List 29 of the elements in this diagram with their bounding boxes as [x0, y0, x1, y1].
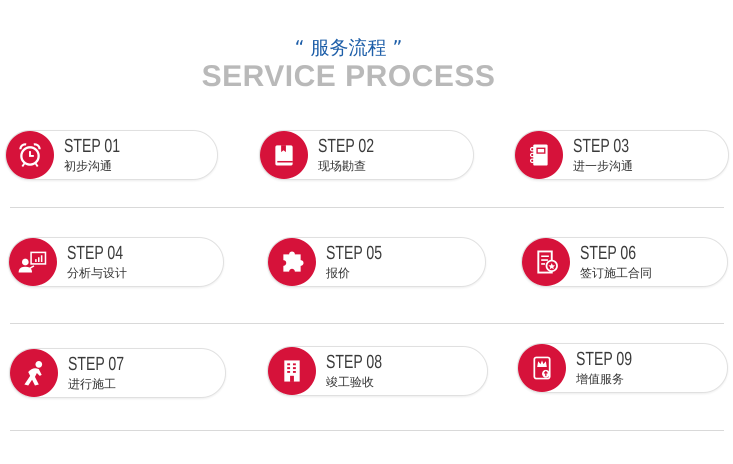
step-label: 分析与设计	[67, 266, 127, 281]
step-card	[514, 130, 729, 180]
title: “ 服务流程 ”	[294, 36, 402, 60]
step-card	[5, 130, 218, 180]
step-card	[267, 237, 486, 287]
step-label: 进一步沟通	[573, 159, 633, 174]
step-number: STEP 09	[576, 349, 632, 370]
step-label: 现场勘查	[318, 159, 366, 174]
step-number: STEP 04	[67, 243, 124, 264]
step-card	[259, 130, 474, 180]
step-number: STEP 06	[580, 243, 636, 264]
step-number: STEP 01	[64, 136, 120, 157]
step-card	[517, 343, 728, 393]
step-card	[8, 237, 224, 287]
subtitle: SERVICE PROCESS	[202, 61, 496, 93]
step-label: 签订施工合同	[580, 266, 652, 281]
step-card	[9, 348, 226, 398]
step-number: STEP 05	[326, 243, 382, 264]
step-label: 竣工验收	[326, 375, 374, 390]
step-number: STEP 03	[573, 136, 630, 157]
step-number: STEP 08	[326, 352, 382, 373]
step-card	[521, 237, 728, 287]
step-number: STEP 07	[68, 354, 124, 375]
step-card	[267, 346, 488, 396]
step-number: STEP 02	[318, 136, 374, 157]
step-label: 初步沟通	[64, 159, 112, 174]
step-label: 报价	[326, 266, 350, 281]
step-label: 进行施工	[68, 377, 116, 392]
step-label: 增值服务	[576, 372, 624, 387]
